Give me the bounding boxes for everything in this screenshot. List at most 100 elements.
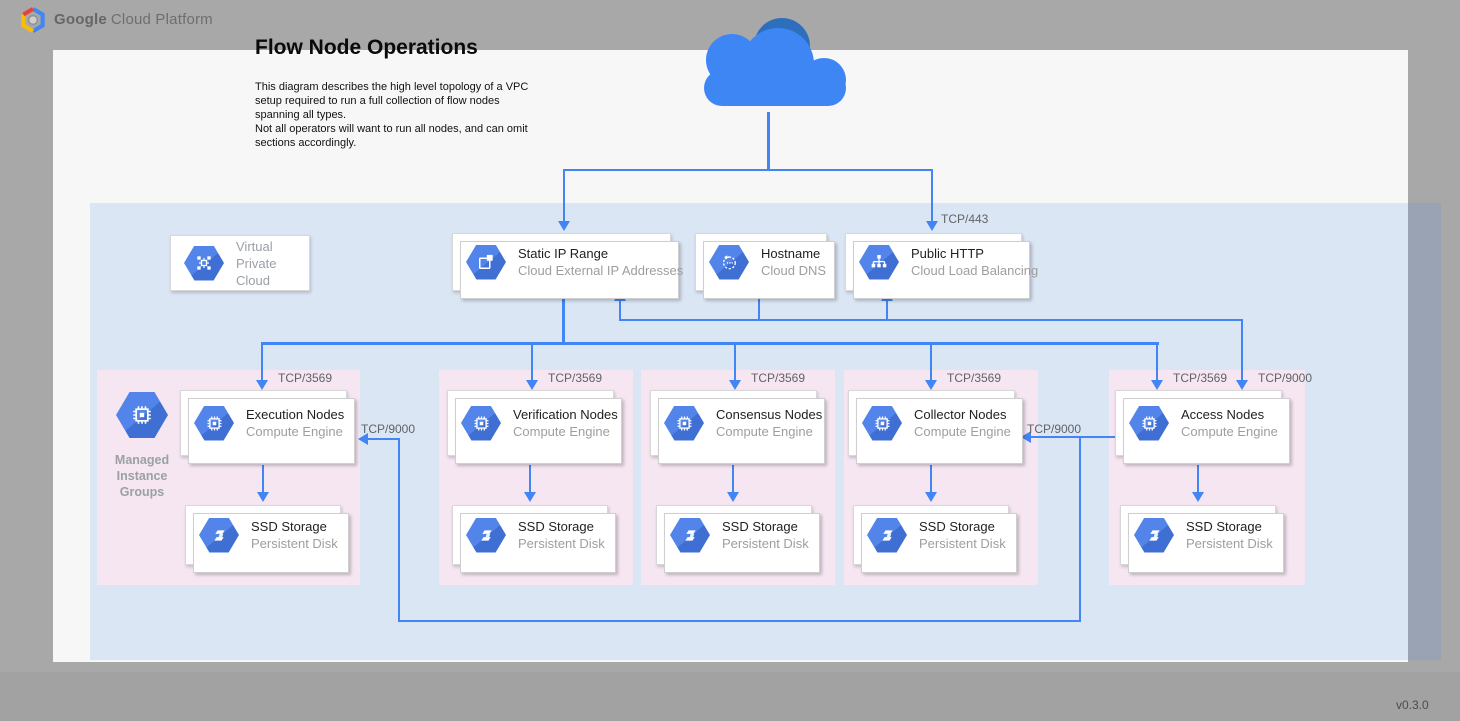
arrowhead-into-access <box>1151 380 1163 390</box>
port-label-execution: TCP/3569 <box>278 371 333 385</box>
arrowhead-into-execution-side <box>358 433 368 445</box>
card-subtitle: Cloud Load Balancing <box>911 263 1039 278</box>
port-label-access-alt: TCP/9000 <box>1258 371 1313 385</box>
persistent-disk-icon <box>670 517 710 553</box>
card-title: SSD Storage <box>722 519 798 534</box>
access-nodes-card: Access Nodes Compute Engine <box>1115 390 1290 464</box>
edge-drop-verification <box>531 343 533 381</box>
brand-cloud-platform: Cloud Platform <box>110 11 213 28</box>
card-title: Consensus Nodes <box>716 407 823 422</box>
compute-engine-icon <box>862 405 902 441</box>
hostname-card: Hostname Cloud DNS <box>695 233 835 299</box>
verification-nodes-card: Verification Nodes Compute Engine <box>447 390 622 464</box>
cloud-dns-icon <box>709 244 749 280</box>
port-label-consensus: TCP/3569 <box>751 371 806 385</box>
compute-engine-icon <box>194 405 234 441</box>
page-description: This diagram describes the high level to… <box>255 81 529 149</box>
card-title: SSD Storage <box>919 519 995 534</box>
card-title: SSD Storage <box>1186 519 1262 534</box>
edge-distribution-bus <box>261 342 1159 345</box>
public-http-card: Public HTTP Cloud Load Balancing <box>845 233 1038 299</box>
card-title: Collector Nodes <box>914 407 1007 422</box>
port-label-collector: TCP/3569 <box>947 371 1002 385</box>
external-ip-icon <box>466 244 506 280</box>
collector-nodes-card: Collector Nodes Compute Engine <box>848 390 1023 464</box>
edge-return-bus <box>619 319 1243 321</box>
edge-drop-load-balancer <box>931 170 933 222</box>
card-subtitle: Compute Engine <box>246 424 343 439</box>
edge-verification-to-ssd <box>529 465 531 493</box>
edge-drop-execution <box>261 343 263 381</box>
execution-nodes-card: Execution Nodes Compute Engine <box>180 390 355 464</box>
arrowhead-into-verification <box>526 380 538 390</box>
consensus-ssd-card: SSD Storage Persistent Disk <box>656 505 820 573</box>
arrowhead-into-load-balancer <box>926 221 938 231</box>
persistent-disk-icon <box>867 517 907 553</box>
compute-engine-icon <box>1129 405 1169 441</box>
card-title: Execution Nodes <box>246 407 345 422</box>
card-subtitle: Persistent Disk <box>722 536 809 551</box>
edge-drop-access <box>1156 343 1158 381</box>
card-subtitle: Cloud External IP Addresses <box>518 263 684 278</box>
vpc-label: Virtual Private Cloud <box>236 238 277 288</box>
edge-top-bus <box>563 169 933 171</box>
edge-up-to-execution <box>398 438 400 622</box>
bottom-band <box>0 672 1460 721</box>
arrowhead-collector-ssd <box>925 492 937 502</box>
edge-collector-to-ssd <box>930 465 932 493</box>
arrowhead-into-collector <box>925 380 937 390</box>
edge-execution-to-ssd <box>262 465 264 493</box>
arrowhead-into-access-alt <box>1236 380 1248 390</box>
collector-ssd-card: SSD Storage Persistent Disk <box>853 505 1017 573</box>
card-subtitle: Compute Engine <box>1181 424 1278 439</box>
internet-cloud-icon <box>704 18 846 106</box>
edge-up-load-balancer <box>886 300 888 321</box>
arrowhead-execution-ssd <box>257 492 269 502</box>
card-subtitle: Cloud DNS <box>761 263 827 278</box>
card-title: Verification Nodes <box>513 407 618 422</box>
persistent-disk-icon <box>1134 517 1174 553</box>
page-title: Flow Node Operations <box>255 36 478 59</box>
card-title: Public HTTP <box>911 246 984 261</box>
port-label-access: TCP/3569 <box>1173 371 1228 385</box>
verification-ssd-card: SSD Storage Persistent Disk <box>452 505 616 573</box>
load-balancer-icon <box>859 244 899 280</box>
card-subtitle: Compute Engine <box>716 424 813 439</box>
card-subtitle: Persistent Disk <box>1186 536 1273 551</box>
edge-drop-consensus <box>734 343 736 381</box>
card-subtitle: Compute Engine <box>513 424 610 439</box>
arrowhead-access-ssd <box>1192 492 1204 502</box>
port-label-access-to-execution: TCP/9000 <box>361 422 416 436</box>
edge-access-to-ssd <box>1197 465 1199 493</box>
arrowhead-into-collector-side <box>1021 431 1031 443</box>
brand-google: Google <box>54 11 107 28</box>
card-subtitle: Persistent Disk <box>518 536 605 551</box>
port-label-access-to-collector: TCP/9000 <box>1027 422 1082 436</box>
virtual-private-cloud-card: Virtual Private Cloud <box>170 235 310 291</box>
compute-engine-icon <box>664 405 704 441</box>
edge-cross-branch-down <box>1079 436 1081 622</box>
edge-consensus-to-ssd <box>732 465 734 493</box>
edge-into-execution-side <box>368 438 399 440</box>
managed-instance-groups-label: Managed Instance Groups <box>114 453 170 499</box>
card-title: Access Nodes <box>1181 407 1265 422</box>
edge-drop-collector <box>930 343 932 381</box>
edge-access-to-collector <box>1031 436 1116 438</box>
arrowhead-into-execution <box>256 380 268 390</box>
persistent-disk-icon <box>466 517 506 553</box>
edge-cloud-stem <box>767 112 770 170</box>
arrowhead-verification-ssd <box>524 492 536 502</box>
card-subtitle: Persistent Disk <box>919 536 1006 551</box>
card-subtitle: Persistent Disk <box>251 536 338 551</box>
edge-drop-static-ip <box>563 170 565 222</box>
card-title: Hostname <box>761 246 821 261</box>
edge-bottom-bus <box>398 620 1081 622</box>
edge-up-static-ip <box>619 300 621 321</box>
arrowhead-into-static-ip <box>558 221 570 231</box>
card-title: SSD Storage <box>518 519 594 534</box>
edge-static-to-distribution <box>562 291 565 344</box>
arrowhead-consensus-ssd <box>727 492 739 502</box>
port-label-verification: TCP/3569 <box>548 371 603 385</box>
card-title: SSD Storage <box>251 519 327 534</box>
